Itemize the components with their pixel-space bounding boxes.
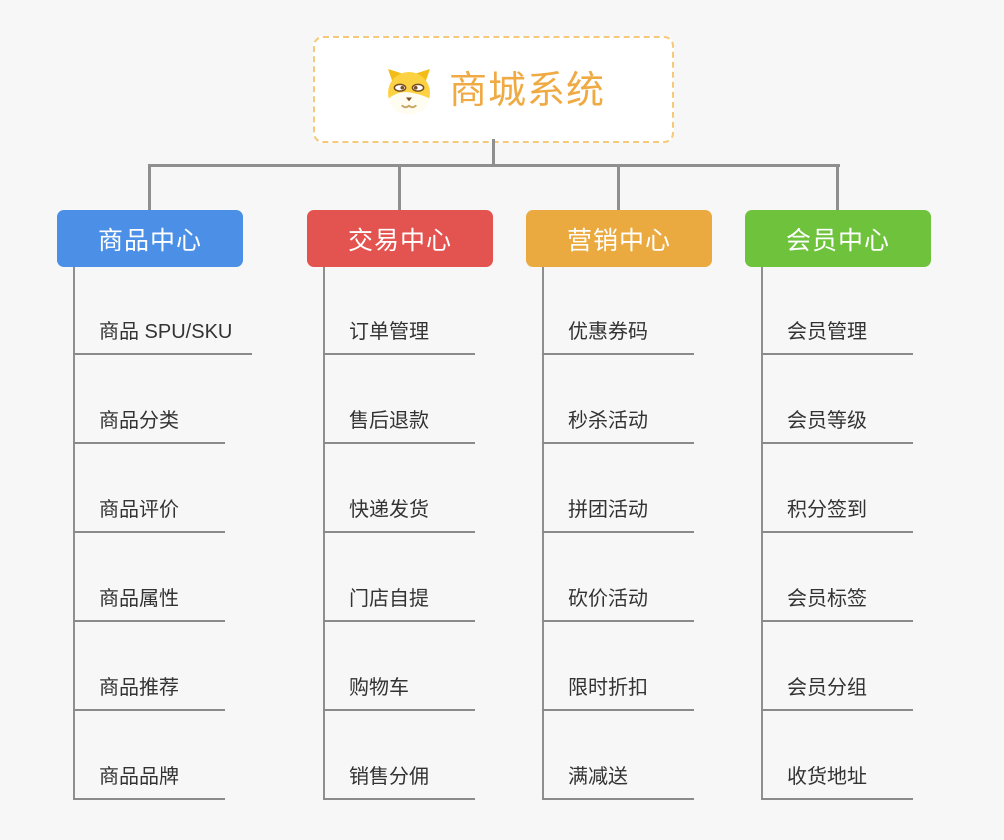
connector-branch-trunk <box>761 267 763 800</box>
leaf-node[interactable]: 商品评价 <box>73 499 225 533</box>
leaf-node[interactable]: 会员分组 <box>761 677 913 711</box>
leaf-node[interactable]: 会员管理 <box>761 321 913 355</box>
branch-product-center: 商品中心 商品 SPU/SKU 商品分类商品评价商品属性商品推荐商品品牌 <box>57 164 253 800</box>
leaf-node[interactable]: 商品属性 <box>73 588 225 622</box>
leaf-node[interactable]: 会员标签 <box>761 588 913 622</box>
leaf-row: 订单管理 <box>323 266 475 355</box>
branch-label: 会员中心 <box>785 226 890 255</box>
leaf-node[interactable]: 满减送 <box>542 766 694 800</box>
connector-branch-drop <box>836 164 839 210</box>
branch-label: 商品中心 <box>97 226 202 255</box>
branch-trade-center: 交易中心 订单管理售后退款快递发货门店自提购物车销售分佣 <box>307 164 493 800</box>
leaf-row: 优惠券码 <box>542 266 694 355</box>
connector-branch-drop <box>148 164 151 210</box>
leaf-node[interactable]: 订单管理 <box>323 321 475 355</box>
leaf-row: 商品推荐 <box>73 622 252 711</box>
leaf-row: 会员管理 <box>761 266 913 355</box>
root-title: 商城系统 <box>448 69 605 112</box>
leaf-list: 优惠券码秒杀活动拼团活动砍价活动限时折扣满减送 <box>542 266 694 800</box>
connector-horizontal <box>149 164 840 167</box>
leaf-node[interactable]: 门店自提 <box>323 588 475 622</box>
leaf-row: 满减送 <box>542 711 694 800</box>
branch-head-member-center[interactable]: 会员中心 <box>745 210 931 267</box>
branch-member-center: 会员中心 会员管理会员等级积分签到会员标签会员分组收货地址 <box>745 164 931 800</box>
leaf-node[interactable]: 砍价活动 <box>542 588 694 622</box>
branch-head-trade-center[interactable]: 交易中心 <box>307 210 493 267</box>
branch-label: 交易中心 <box>347 226 452 255</box>
leaf-row: 收货地址 <box>761 711 913 800</box>
leaf-node[interactable]: 商品推荐 <box>73 677 225 711</box>
leaf-row: 会员分组 <box>761 622 913 711</box>
leaf-row: 限时折扣 <box>542 622 694 711</box>
leaf-node[interactable]: 积分签到 <box>761 499 913 533</box>
leaf-node[interactable]: 秒杀活动 <box>542 410 694 444</box>
connector-branch-trunk <box>323 267 325 800</box>
leaf-row: 砍价活动 <box>542 533 694 622</box>
connector-root-drop <box>492 139 495 166</box>
leaf-row: 商品分类 <box>73 355 252 444</box>
leaf-node[interactable]: 拼团活动 <box>542 499 694 533</box>
connector-branch-drop <box>617 164 620 210</box>
leaf-row: 会员标签 <box>761 533 913 622</box>
leaf-node[interactable]: 商品分类 <box>73 410 225 444</box>
leaf-node[interactable]: 优惠券码 <box>542 321 694 355</box>
leaf-node[interactable]: 商品品牌 <box>73 766 225 800</box>
leaf-node[interactable]: 商品 SPU/SKU <box>73 321 253 355</box>
branch-head-marketing-center[interactable]: 营销中心 <box>526 210 712 267</box>
connector-branch-trunk <box>73 267 75 800</box>
leaf-row: 秒杀活动 <box>542 355 694 444</box>
leaf-row: 售后退款 <box>323 355 475 444</box>
leaf-node[interactable]: 收货地址 <box>761 766 913 800</box>
leaf-row: 会员等级 <box>761 355 913 444</box>
branch-marketing-center: 营销中心 优惠券码秒杀活动拼团活动砍价活动限时折扣满减送 <box>526 164 712 800</box>
leaf-list: 商品 SPU/SKU 商品分类商品评价商品属性商品推荐商品品牌 <box>73 266 253 800</box>
dog-icon <box>387 68 430 114</box>
leaf-node[interactable]: 限时折扣 <box>542 677 694 711</box>
leaf-node[interactable]: 快递发货 <box>323 499 475 533</box>
leaf-row: 销售分佣 <box>323 711 475 800</box>
leaf-node[interactable]: 售后退款 <box>323 410 475 444</box>
leaf-list: 会员管理会员等级积分签到会员标签会员分组收货地址 <box>761 266 913 800</box>
leaf-row: 门店自提 <box>323 533 475 622</box>
leaf-node[interactable]: 销售分佣 <box>323 766 475 800</box>
leaf-row: 商品品牌 <box>73 711 252 800</box>
leaf-row: 快递发货 <box>323 444 475 533</box>
leaf-row: 商品 SPU/SKU <box>73 266 253 355</box>
leaf-row: 拼团活动 <box>542 444 694 533</box>
leaf-row: 商品评价 <box>73 444 252 533</box>
connector-branch-drop <box>398 164 401 210</box>
branch-label: 营销中心 <box>566 226 671 255</box>
leaf-row: 积分签到 <box>761 444 913 533</box>
leaf-node[interactable]: 会员等级 <box>761 410 913 444</box>
root-node[interactable]: 商城系统 <box>313 36 674 143</box>
connector-branch-trunk <box>542 267 544 800</box>
leaf-row: 商品属性 <box>73 533 252 622</box>
leaf-row: 购物车 <box>323 622 475 711</box>
leaf-node[interactable]: 购物车 <box>323 677 475 711</box>
branch-head-product-center[interactable]: 商品中心 <box>57 210 243 267</box>
leaf-list: 订单管理售后退款快递发货门店自提购物车销售分佣 <box>323 266 475 800</box>
